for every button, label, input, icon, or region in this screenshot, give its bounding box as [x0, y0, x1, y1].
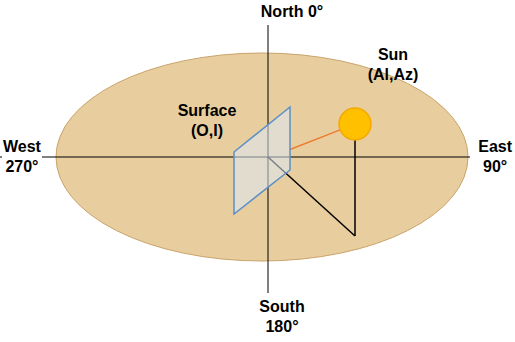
sun-disc-node: Sun(Al,Az): [330, 45, 430, 145]
node-name: Sun: [358, 45, 428, 65]
surface-panel-node: Surface(O,I): [168, 101, 292, 216]
compass-south: South 180°: [258, 297, 305, 337]
sun-disc: [339, 108, 371, 140]
compass-north: North 0°: [260, 2, 324, 22]
surface-panel: [234, 107, 290, 214]
node-caption: Sun(Al,Az): [358, 45, 428, 85]
node-coordinates: (O,I): [168, 121, 246, 141]
sun-ray: [290, 130, 340, 150]
node-name: Surface: [168, 101, 246, 121]
compass-west: West 270°: [2, 137, 42, 177]
node-coordinates: (Al,Az): [358, 65, 428, 85]
node-caption: Surface(O,I): [168, 101, 246, 141]
compass-east: East 90°: [477, 137, 513, 177]
altitude-drop: [354, 140, 356, 236]
